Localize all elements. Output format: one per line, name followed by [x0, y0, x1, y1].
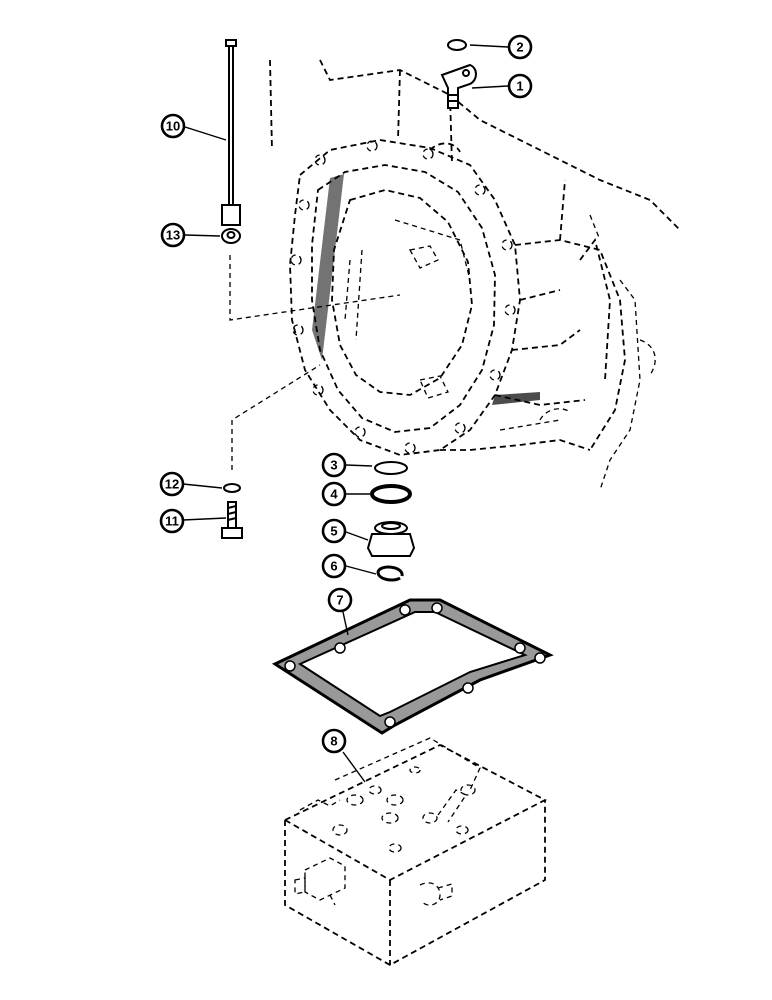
callout-7: 7	[327, 587, 353, 613]
assembly-line-11	[231, 364, 321, 470]
part-4-seal	[370, 484, 412, 504]
callout-2: 2	[507, 34, 533, 60]
callout-4-label: 4	[330, 487, 338, 502]
part-8-valve-body	[283, 737, 547, 967]
callout-2-label: 2	[516, 40, 523, 55]
callout-11: 11	[159, 508, 185, 534]
part-5-plug	[366, 521, 416, 557]
callout-1-label: 1	[516, 79, 523, 94]
part-2-plug	[447, 39, 467, 51]
callout-12: 12	[159, 471, 185, 497]
part-7-gasket	[271, 598, 554, 735]
callout-4: 4	[321, 481, 347, 507]
part-3-o-ring	[374, 461, 408, 475]
callout-13: 13	[160, 222, 186, 248]
part-11-bolt	[221, 501, 243, 539]
part-6-snap-ring	[376, 565, 404, 582]
part-13-nut	[221, 228, 241, 244]
callout-8-label: 8	[330, 734, 337, 749]
part-10-dipstick	[221, 39, 241, 226]
assembly-line-10	[229, 255, 401, 321]
callout-11-label: 11	[165, 514, 179, 529]
callout-1: 1	[507, 73, 533, 99]
part-12-washer	[223, 483, 241, 493]
callout-5: 5	[321, 518, 347, 544]
callout-5-label: 5	[330, 524, 337, 539]
callout-13-label: 13	[166, 228, 180, 243]
callout-6-label: 6	[330, 559, 337, 574]
callout-3: 3	[321, 452, 347, 478]
leader-lines	[182, 44, 509, 783]
callout-10: 10	[160, 113, 186, 139]
callout-7-label: 7	[336, 593, 343, 608]
transmission-housing	[269, 59, 681, 491]
callout-6: 6	[321, 553, 347, 579]
callout-12-label: 12	[165, 477, 179, 492]
callout-8: 8	[321, 728, 347, 754]
callout-3-label: 3	[330, 458, 337, 473]
callout-10-label: 10	[166, 119, 180, 134]
part-1-fitting	[440, 63, 477, 109]
